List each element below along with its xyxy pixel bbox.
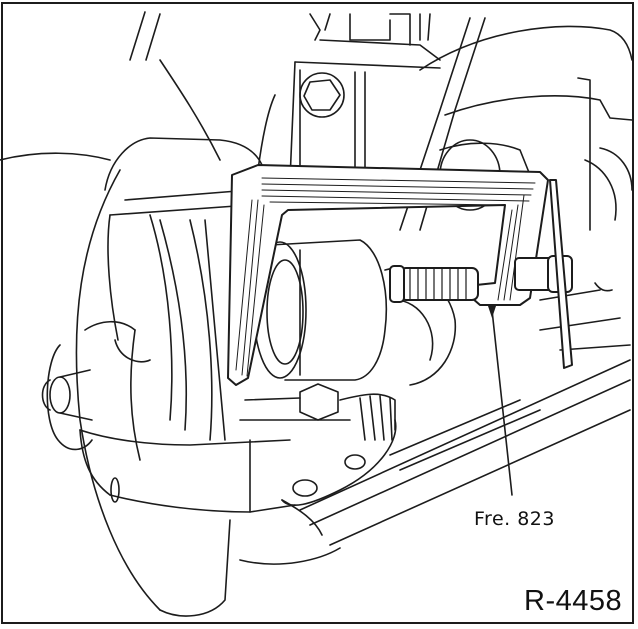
tool-hatching: [235, 177, 536, 377]
suspension-arm: [239, 282, 631, 565]
steering-knuckle: [257, 13, 441, 191]
callout-label-fre-823: Fre. 823: [474, 508, 555, 530]
background-body-lines: [0, 11, 633, 231]
caliper-body: [79, 137, 351, 513]
callout-leader: [488, 306, 513, 496]
tool-fre-823: [227, 164, 573, 386]
brake-disc: [41, 169, 231, 617]
tool-t-handle: [549, 179, 573, 369]
figure-id-label: R-4458: [524, 585, 623, 617]
brake-hose: [281, 383, 397, 536]
